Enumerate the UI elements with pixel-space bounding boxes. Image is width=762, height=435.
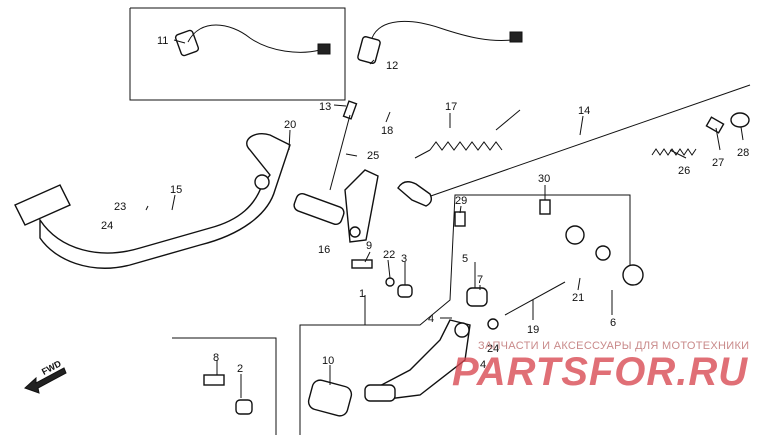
brake-pedal (14, 133, 291, 269)
bolt-9 (351, 259, 373, 269)
callout-6: 6 (610, 317, 616, 329)
washer-22 (385, 277, 395, 287)
callout-1: 1 (359, 288, 365, 300)
callout-5: 5 (462, 253, 468, 265)
callout-18: 18 (381, 125, 393, 137)
rod-end (565, 225, 644, 286)
bolt-30 (539, 199, 551, 215)
callout-30: 30 (538, 173, 550, 185)
callout-15: 15 (170, 184, 182, 196)
watermark-brand: PARTSFOR.RU (452, 350, 749, 394)
callout-2: 2 (237, 363, 243, 375)
callout-4-left: 4 (428, 313, 434, 325)
rod-pin (705, 116, 725, 134)
callout-17: 17 (445, 101, 457, 113)
callout-labels: 11 12 13 14 15 16 17 18 19 20 21 22 23 2… (101, 35, 749, 375)
bolt-8 (203, 374, 225, 386)
callout-25: 25 (367, 150, 379, 162)
joint-block (466, 287, 499, 330)
callout-3: 3 (401, 253, 407, 265)
callout-8: 8 (213, 352, 219, 364)
callout-22: 22 (383, 249, 395, 261)
callout-14: 14 (578, 105, 590, 117)
callout-11: 11 (157, 35, 168, 47)
brake-rod (397, 84, 751, 207)
pin-29 (454, 211, 466, 227)
gear-pedal (307, 319, 471, 417)
callout-9: 9 (366, 240, 372, 252)
shift-rod (504, 281, 566, 316)
forward-arrow-icon (24, 367, 67, 394)
callout-26: 26 (678, 165, 690, 177)
stop-switch-rear (174, 24, 331, 57)
return-spring (414, 109, 521, 159)
callout-12: 12 (386, 60, 398, 72)
callout-19: 19 (527, 324, 539, 336)
callout-16: 16 (318, 244, 330, 256)
callout-29: 29 (455, 195, 467, 207)
callout-7: 7 (477, 274, 483, 286)
callout-24-right: 24 (487, 343, 499, 355)
watermark-tagline: ЗАПЧАСТИ И АКСЕССУАРЫ ДЛЯ МОТОТЕХНИКИ (478, 340, 750, 352)
collar-3 (397, 284, 413, 298)
pivot-arm (293, 169, 379, 243)
callout-21: 21 (572, 292, 584, 304)
callout-13: 13 (319, 101, 331, 113)
callout-20: 20 (284, 119, 296, 131)
callout-24-left: 24 (101, 220, 113, 232)
callout-10: 10 (322, 355, 334, 367)
frame-lines (129, 7, 631, 435)
adjust-nut (730, 112, 750, 128)
stop-switch-front (357, 20, 523, 64)
callout-28: 28 (737, 147, 749, 159)
callout-27: 27 (712, 157, 724, 169)
callout-4-right: 4 (480, 359, 486, 371)
callout-23: 23 (114, 201, 126, 213)
collar-2 (235, 399, 253, 415)
switch-spring (329, 100, 358, 191)
leader-lines (145, 39, 744, 398)
